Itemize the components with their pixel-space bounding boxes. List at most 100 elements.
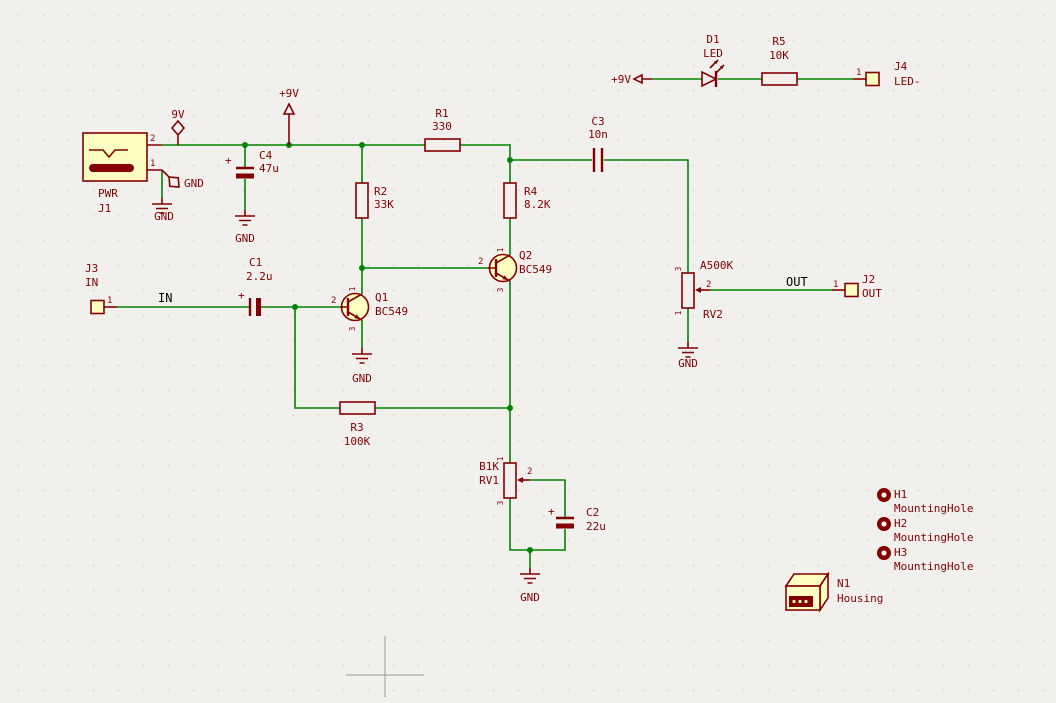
j2-value[interactable]: OUT	[862, 287, 882, 300]
component-C3[interactable]: C3 10n	[588, 115, 608, 172]
r4-ref[interactable]: R4	[524, 185, 538, 198]
j3-ref[interactable]: J3	[85, 262, 98, 275]
power-flag-9v[interactable]: 9V	[171, 108, 185, 146]
j4-ref[interactable]: J4	[894, 60, 908, 73]
h1-value[interactable]: MountingHole	[894, 502, 973, 515]
component-J2[interactable]: 1 J2 OUT	[832, 273, 882, 300]
component-R2[interactable]: R2 33K	[355, 182, 394, 219]
n1-value[interactable]: Housing	[837, 592, 883, 605]
c1-value[interactable]: 2.2u	[246, 270, 273, 283]
gnd-symbol-j1[interactable]: GND	[151, 197, 174, 223]
component-R1[interactable]: R1 330	[424, 107, 461, 152]
n1-pin-dot	[792, 599, 796, 604]
gnd-symbol-rv2[interactable]: GND	[677, 341, 699, 370]
r2-value[interactable]: 33K	[374, 198, 394, 211]
gnd-label[interactable]: GND	[235, 232, 255, 245]
component-RV2[interactable]: 3 1 2 A500K RV2	[674, 259, 733, 321]
r3-value[interactable]: 100K	[344, 435, 371, 448]
j4-value[interactable]: LED-	[894, 75, 921, 88]
q1-pin-e-number: 3	[348, 327, 357, 332]
wire-rv1-to-c2[interactable]	[530, 479, 566, 518]
wire-feedback[interactable]	[294, 307, 510, 409]
q2-value[interactable]: BC549	[519, 263, 552, 276]
power-flag-gnd[interactable]: GND	[156, 164, 204, 193]
j1-ref[interactable]: J1	[98, 202, 111, 215]
h1-ref[interactable]: H1	[894, 488, 907, 501]
gnd-label[interactable]: GND	[154, 210, 174, 223]
component-R5[interactable]: R5 10K	[761, 35, 798, 86]
j2-ref[interactable]: J2	[862, 273, 875, 286]
component-C2[interactable]: + C2 22u	[548, 505, 606, 533]
component-H2[interactable]: H2 MountingHole	[877, 517, 973, 544]
c3-value[interactable]: 10n	[588, 128, 608, 141]
r5-ref[interactable]: R5	[772, 35, 785, 48]
rv2-value[interactable]: A500K	[700, 259, 733, 272]
wire-c3-to-rv2[interactable]	[604, 159, 689, 273]
j1-value[interactable]: PWR	[98, 187, 118, 200]
component-J3[interactable]: 1 J3 IN	[85, 262, 117, 315]
h2-value[interactable]: MountingHole	[894, 531, 973, 544]
wire-rv1-bottom[interactable]	[509, 498, 566, 551]
c2-value[interactable]: 22u	[586, 520, 606, 533]
gnd-symbol-bottom[interactable]: GND	[519, 567, 541, 604]
component-R3[interactable]: R3 100K	[339, 401, 376, 448]
component-Q1[interactable]: 2 1 3 Q1 BC549	[331, 287, 408, 332]
gnd-label[interactable]: GND	[678, 357, 698, 370]
gnd-label[interactable]: GND	[520, 591, 540, 604]
c2-plate-neg	[556, 523, 574, 529]
component-H1[interactable]: H1 MountingHole	[877, 488, 973, 515]
net-label-out[interactable]: OUT	[786, 275, 808, 289]
component-Q2[interactable]: 2 1 3 Q2 BC549	[478, 248, 552, 293]
h3-ref[interactable]: H3	[894, 546, 907, 559]
c4-ref[interactable]: C4	[259, 149, 273, 162]
component-C1[interactable]: + C1 2.2u	[238, 256, 273, 316]
n1-ref[interactable]: N1	[837, 577, 850, 590]
d1-ref[interactable]: D1	[706, 33, 719, 46]
h2-ref[interactable]: H2	[894, 517, 907, 530]
c4-value[interactable]: 47u	[259, 162, 279, 175]
component-C4[interactable]: + C4 47u	[225, 149, 279, 179]
j3-value[interactable]: IN	[85, 276, 98, 289]
gnd-label[interactable]: GND	[352, 372, 372, 385]
plus9v-label[interactable]: +9V	[279, 87, 299, 100]
component-J4[interactable]: 1 J4 LED-	[853, 60, 921, 88]
c1-ref[interactable]: C1	[249, 256, 262, 269]
gnd-symbol-q1[interactable]: GND	[351, 347, 373, 385]
d1-value[interactable]: LED	[703, 47, 723, 60]
r4-value[interactable]: 8.2K	[524, 198, 551, 211]
r1-value[interactable]: 330	[432, 120, 452, 133]
plus9v-label[interactable]: +9V	[611, 73, 631, 86]
j2-pin1-number: 1	[833, 280, 838, 290]
power-flag-icon	[171, 120, 185, 146]
component-D1[interactable]: D1 LED	[701, 33, 725, 88]
component-N1[interactable]: N1 Housing	[784, 571, 883, 613]
q1-ref[interactable]: Q1	[375, 291, 388, 304]
component-RV1[interactable]: 1 3 2 B1K RV1	[479, 457, 532, 506]
power-symbol-plus9v-main[interactable]: +9V	[279, 87, 299, 145]
power-symbol-plus9v-led[interactable]: +9V	[611, 73, 652, 86]
rv2-pin-b-number: 1	[674, 311, 683, 316]
rv1-ref[interactable]: RV1	[479, 474, 499, 487]
flag-9v-label[interactable]: 9V	[171, 108, 185, 121]
rv1-value[interactable]: B1K	[479, 460, 499, 473]
h3-value[interactable]: MountingHole	[894, 560, 973, 573]
r5-value[interactable]: 10K	[769, 49, 789, 62]
component-H3[interactable]: H3 MountingHole	[877, 546, 973, 573]
q2-ref[interactable]: Q2	[519, 249, 532, 262]
wire-r1-out[interactable]	[460, 144, 511, 183]
component-J1[interactable]: 2 1 PWR J1	[82, 132, 162, 215]
c1-plate-neg	[256, 298, 261, 316]
flag-gnd-label[interactable]: GND	[184, 177, 204, 190]
q1-value[interactable]: BC549	[375, 305, 408, 318]
net-label-in[interactable]: IN	[158, 291, 172, 305]
rv2-ref[interactable]: RV2	[703, 308, 723, 321]
c2-ref[interactable]: C2	[586, 506, 599, 519]
r3-ref[interactable]: R3	[350, 421, 363, 434]
r2-ref[interactable]: R2	[374, 185, 387, 198]
r1-ref[interactable]: R1	[435, 107, 448, 120]
junction	[507, 157, 513, 163]
gnd-symbol-c4[interactable]: GND	[234, 209, 256, 245]
c3-ref[interactable]: C3	[591, 115, 604, 128]
component-R4[interactable]: R4 8.2K	[503, 182, 551, 219]
c1-polarity: +	[238, 289, 245, 302]
